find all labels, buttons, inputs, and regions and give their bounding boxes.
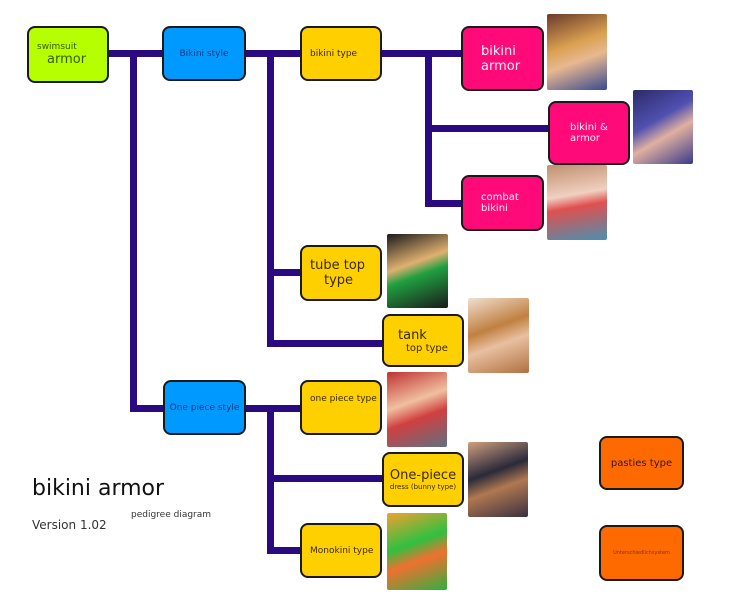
node-label: bikini & — [570, 122, 608, 133]
character-image — [387, 372, 447, 447]
node-label: one piece type — [310, 394, 377, 404]
node-label: One piece style — [169, 402, 240, 413]
node-bikini-armor: bikini armor — [461, 26, 544, 91]
node-label: Unterschiedlichsystem — [613, 550, 670, 556]
node-unknown-system: Unterschiedlichsystem — [599, 525, 684, 581]
node-pasties-type: pasties type — [599, 436, 684, 490]
connector — [130, 50, 137, 412]
connector — [267, 547, 301, 554]
character-image — [633, 90, 693, 164]
connector — [267, 475, 383, 482]
character-image — [547, 165, 607, 240]
node-label: Bikini style — [179, 48, 229, 59]
node-label: tube top — [310, 258, 366, 273]
node-label: bikini — [481, 203, 508, 214]
character-image — [547, 14, 607, 90]
diagram-subtitle: pedigree diagram — [131, 510, 212, 520]
node-label: Monokini type — [310, 545, 374, 556]
version-label: Version 1.02 — [32, 518, 107, 532]
node-bikini-style: Bikini style — [162, 26, 246, 81]
node-tube-top-type: tube top type — [300, 245, 382, 301]
node-monokini-type: Monokini type — [300, 523, 382, 578]
node-label: One-piece — [389, 468, 457, 483]
connector — [267, 269, 301, 276]
connector — [425, 200, 462, 207]
node-tank-top-type: tank top type — [382, 314, 464, 367]
node-label: armor — [570, 133, 601, 144]
node-label: bikini type — [310, 48, 358, 59]
character-image — [468, 298, 529, 373]
node-label: swimsuit — [37, 42, 77, 52]
node-label: dress (bunny type) — [389, 483, 457, 491]
node-swimsuit-armor: swimsuit armor — [27, 26, 109, 83]
node-combat-bikini: combat bikini — [461, 175, 544, 231]
diagram-title: bikini armor — [32, 476, 165, 501]
node-one-piece-style: One piece style — [163, 380, 246, 435]
node-label: combat — [481, 192, 519, 203]
character-image — [468, 442, 528, 517]
connector — [267, 50, 274, 347]
character-image — [387, 234, 448, 308]
node-one-piece-dress: One-piece dress (bunny type) — [382, 452, 464, 507]
node-label: tank — [398, 327, 427, 343]
connector — [130, 405, 164, 412]
node-label: type — [324, 273, 354, 288]
connector — [267, 340, 383, 347]
connector — [108, 50, 461, 57]
character-image — [387, 513, 447, 590]
node-one-piece-type: one piece type — [300, 380, 382, 435]
node-label: armor — [481, 58, 521, 74]
node-label: top type — [406, 342, 448, 354]
node-label: bikini — [481, 43, 516, 59]
node-label: armor — [47, 52, 87, 67]
node-label: pasties type — [610, 457, 673, 469]
connector — [425, 125, 549, 132]
node-bikini-and-armor: bikini & armor — [548, 101, 630, 165]
node-bikini-type: bikini type — [300, 26, 382, 81]
